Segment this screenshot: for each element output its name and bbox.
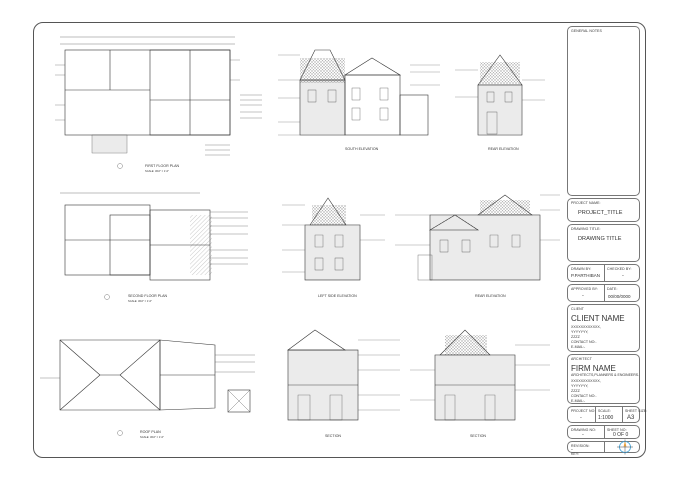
roof-plan-title: ROOF PLAN xyxy=(140,430,161,434)
second-floor-plan-scale: SCALE: 3/16" = 1'-0" xyxy=(128,299,152,303)
south-elevation: SOUTH ELEVATION xyxy=(278,49,440,151)
scale-value: 1:1000 xyxy=(598,415,614,421)
project-name-box: PROJECT NAME: PROJECT_TITLE xyxy=(567,198,640,222)
key-label: KEY: xyxy=(571,452,580,456)
drawing-no-value: - xyxy=(582,432,584,438)
sheet-size-value: A3 xyxy=(627,415,635,421)
project-name-value: PROJECT_TITLE xyxy=(578,210,623,216)
roof-plan-scale: SCALE: 3/16" = 1'-0" xyxy=(140,435,164,439)
revision-value: - xyxy=(571,447,573,453)
section-1: SECTION xyxy=(287,329,400,438)
general-notes-box: GENERAL NOTES xyxy=(567,26,640,196)
scale-label: SCALE: xyxy=(598,409,612,413)
section-2: SECTION xyxy=(410,329,550,438)
sheet-size-label: SHEET SIZE: xyxy=(625,409,648,413)
architect-box: ARCHITECT FIRM NAME ARCHITECTS,PLANNERS … xyxy=(567,354,640,404)
sheet-no-label: SHEET NO: xyxy=(607,428,627,432)
firm-address: XXXXXXXXXXXX, YYYYYYY, ZZZZ CONTACT NO:-… xyxy=(571,379,601,403)
drawing-no-label: DRAWING NO: xyxy=(571,428,597,432)
rear-elevation-title: REAR ELEVATION xyxy=(488,147,519,151)
first-floor-plan-title: FIRST FLOOR PLAN xyxy=(145,164,179,168)
checked-by-value: - xyxy=(622,273,624,279)
rear-elevation-top: REAR ELEVATION xyxy=(455,54,545,151)
rear-elevation-middle: REAR ELEVATION xyxy=(395,194,560,298)
drawn-by-label: DRAWN BY: xyxy=(571,267,592,271)
title-block: GENERAL NOTES PROJECT NAME: PROJECT_TITL… xyxy=(567,26,647,456)
approved-date-box: APPROVED BY: - DATE: 00/00/0000 xyxy=(567,284,640,302)
second-floor-plan: SECOND FLOOR PLAN SCALE: 3/16" = 1'-0" xyxy=(60,192,248,303)
project-no-value: - xyxy=(580,415,582,421)
sheet-no-value: 0 OF 0 xyxy=(613,432,629,438)
drawn-checked-box: DRAWN BY: P.PARTHIBAN CHECKED BY: - xyxy=(567,264,640,282)
revision-key-box: REVISION: - KEY: - xyxy=(567,439,640,456)
project-scale-box: PROJECT NO: - SCALE: 1:1000 SHEET SIZE: … xyxy=(567,406,647,423)
section-2-title: SECTION xyxy=(470,434,486,438)
roof-plan: ROOF PLAN SCALE: 3/16" = 1'-0" xyxy=(40,339,255,439)
date-value: 00/00/0000 xyxy=(608,294,631,299)
approved-by-label: APPROVED BY: xyxy=(571,287,599,291)
date-label: DATE: xyxy=(607,287,618,291)
general-notes-label: GENERAL NOTES xyxy=(571,29,602,33)
first-floor-plan-scale: SCALE: 3/16" = 1'-0" xyxy=(145,169,169,173)
rear-elevation-2-title: REAR ELEVATION xyxy=(475,294,506,298)
approved-by-value: - xyxy=(582,293,584,299)
project-name-label: PROJECT NAME: xyxy=(571,201,601,205)
drawn-by-value: P.PARTHIBAN xyxy=(571,273,601,278)
firm-name: FIRM NAME xyxy=(571,364,616,373)
drawing-title-box: DRAWING TITLE: DRAWING TITLE xyxy=(567,224,640,262)
checked-by-label: CHECKED BY: xyxy=(607,267,632,271)
firm-subtitle: ARCHITECTS,PLANNERS & ENGINEERS. xyxy=(571,373,640,377)
client-address: XXXXXXXXXXXX, YYYYYYY, ZZZZ CONTACT NO:-… xyxy=(571,325,601,349)
architect-label: ARCHITECT xyxy=(571,357,592,361)
client-name: CLIENT NAME xyxy=(571,314,625,323)
first-floor-plan: FIRST FLOOR PLAN SCALE: 3/16" = 1'-0" xyxy=(55,36,262,173)
second-floor-plan-title: SECOND FLOOR PLAN xyxy=(128,294,168,298)
left-side-elevation-title: LEFT SIDE ELEVATION xyxy=(318,294,357,298)
client-box: CLIENT CLIENT NAME XXXXXXXXXXXX, YYYYYYY… xyxy=(567,304,640,352)
drawing-title-label: DRAWING TITLE: xyxy=(571,227,601,231)
revision-label: REVISION: xyxy=(571,444,590,448)
project-no-label: PROJECT NO: xyxy=(571,409,596,413)
south-elevation-title: SOUTH ELEVATION xyxy=(345,147,379,151)
north-arrow-icon xyxy=(617,439,633,455)
section-1-title: SECTION xyxy=(325,434,341,438)
left-side-elevation: LEFT SIDE ELEVATION xyxy=(282,197,385,298)
drawing-title-value: DRAWING TITLE xyxy=(578,236,622,242)
client-label: CLIENT xyxy=(571,307,585,311)
drawing-sheet-box: DRAWING NO: - SHEET NO: 0 OF 0 xyxy=(567,425,640,439)
